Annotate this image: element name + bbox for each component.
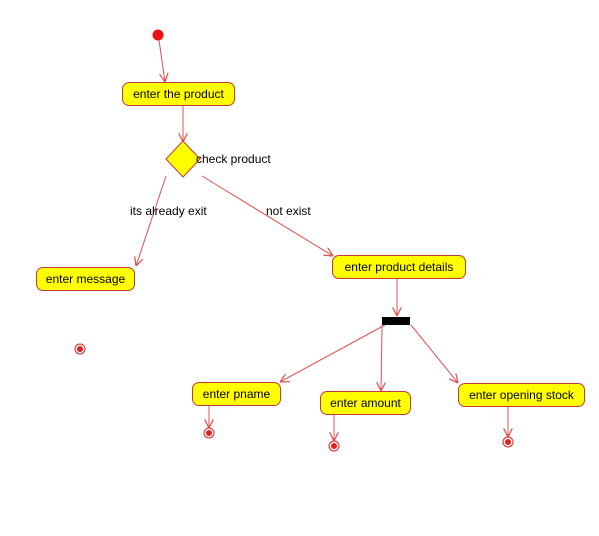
edge-fork-to-enter-amount xyxy=(381,324,382,391)
decision-label: check product xyxy=(196,152,271,166)
action-enter-opening-stock[interactable]: enter opening stock xyxy=(458,383,585,407)
guard-not-exist: not exist xyxy=(266,204,311,218)
action-enter-product-details[interactable]: enter product details xyxy=(332,255,466,279)
action-enter-amount[interactable]: enter amount xyxy=(320,391,411,415)
edge-start-to-enter-product xyxy=(158,39,165,82)
action-enter-the-product[interactable]: enter the product xyxy=(122,82,235,106)
guard-already-exists: its already exit xyxy=(130,204,207,218)
initial-node xyxy=(152,29,164,41)
final-node-opening-stock xyxy=(502,436,514,448)
action-enter-pname[interactable]: enter pname xyxy=(192,382,281,406)
fork-bar xyxy=(382,317,410,325)
final-node-pname xyxy=(203,427,215,439)
final-node-amount xyxy=(328,440,340,452)
edge-fork-to-enter-pname xyxy=(280,324,386,382)
edge-decision-to-product-details xyxy=(201,175,333,256)
final-node-message xyxy=(74,343,86,355)
action-enter-message[interactable]: enter message xyxy=(36,267,135,291)
edge-fork-to-enter-opening-stock xyxy=(410,324,458,383)
decision-diamond xyxy=(165,140,201,178)
edge-decision-to-enter-message xyxy=(136,175,167,266)
